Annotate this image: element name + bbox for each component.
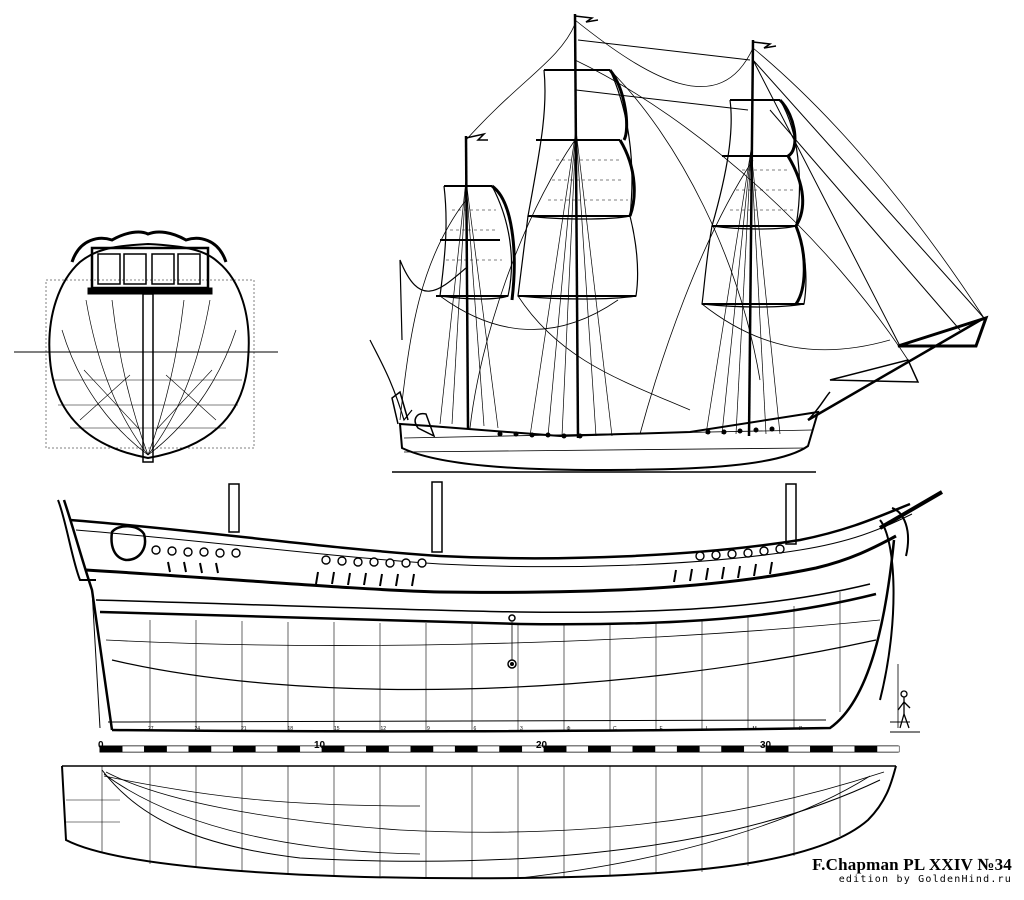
frame-mark: 27: [148, 726, 154, 732]
ship-profile-icon: [57, 481, 944, 733]
scale-segment: [477, 745, 500, 753]
scale-segment: [632, 745, 656, 753]
scale-segment: [343, 745, 367, 753]
plate-title: F.Chapman PL XXIV №34: [812, 855, 1012, 874]
scale-segment: [676, 745, 700, 753]
scale-segment: [321, 745, 345, 753]
scale-segment: [277, 745, 301, 753]
frame-mark: 3: [520, 726, 523, 732]
plate-credit: F.Chapman PL XXIV №34 edition by GoldenH…: [812, 856, 1012, 886]
frame-mark: F: [660, 726, 663, 732]
frame-mark: C: [613, 726, 617, 732]
scale-segment: [699, 745, 722, 753]
frame-mark: 12: [381, 726, 387, 732]
scale-tick-30: 30: [760, 740, 772, 751]
frame-marks: 27 24 21 18 15 12 9 6 3 Φ C F I M P: [148, 726, 803, 732]
frame-mark: 6: [474, 726, 477, 732]
scale-segment: [588, 745, 611, 753]
frame-mark: 18: [288, 726, 294, 732]
frame-mark: P: [799, 726, 803, 732]
scale-segment: [366, 745, 389, 753]
scale-segment: [410, 745, 434, 753]
frame-mark: 15: [334, 726, 340, 732]
scale-tick-20: 20: [536, 740, 548, 751]
scale-segment: [832, 745, 856, 753]
scale-segment: [721, 745, 745, 753]
scale-segment: [210, 745, 234, 753]
scale-segment: [610, 745, 634, 753]
scale-segment: [654, 745, 678, 753]
scale-segment: [121, 745, 145, 753]
frame-mark: 9: [427, 726, 430, 732]
scale-segment: [543, 745, 567, 753]
plate-edition: edition by GoldenHind.ru: [838, 874, 1012, 885]
scale-segment: [854, 745, 878, 753]
ship-half-breadth-icon: [61, 765, 897, 880]
scale-segment: [810, 745, 833, 753]
scale-tick-0: 0: [98, 740, 104, 751]
ship-body-plan-icon: [14, 230, 278, 463]
frame-mark: I: [706, 726, 707, 732]
scale-segment: [166, 745, 190, 753]
scale-segment: [388, 745, 412, 753]
scale-segment: [565, 745, 589, 753]
scale-segment: [499, 745, 523, 753]
frame-mark: Φ: [567, 726, 571, 732]
frame-mark: M: [753, 726, 757, 732]
frame-mark: 21: [241, 726, 247, 732]
frame-mark: 24: [195, 726, 201, 732]
scale-segment: [787, 745, 811, 753]
scale-segment: [876, 745, 900, 753]
scale-segment: [432, 745, 456, 753]
scale-segment: [454, 745, 478, 753]
scale-segment: [144, 745, 167, 753]
scale-segment: [188, 745, 212, 753]
ship-sail-plan-icon: [369, 13, 989, 473]
scale-tick-10: 10: [314, 740, 326, 751]
scale-segment: [255, 745, 278, 753]
scale-bar: 0 10 20 30: [98, 740, 900, 753]
human-figure-icon: [897, 664, 911, 729]
scale-segment: [232, 745, 256, 753]
